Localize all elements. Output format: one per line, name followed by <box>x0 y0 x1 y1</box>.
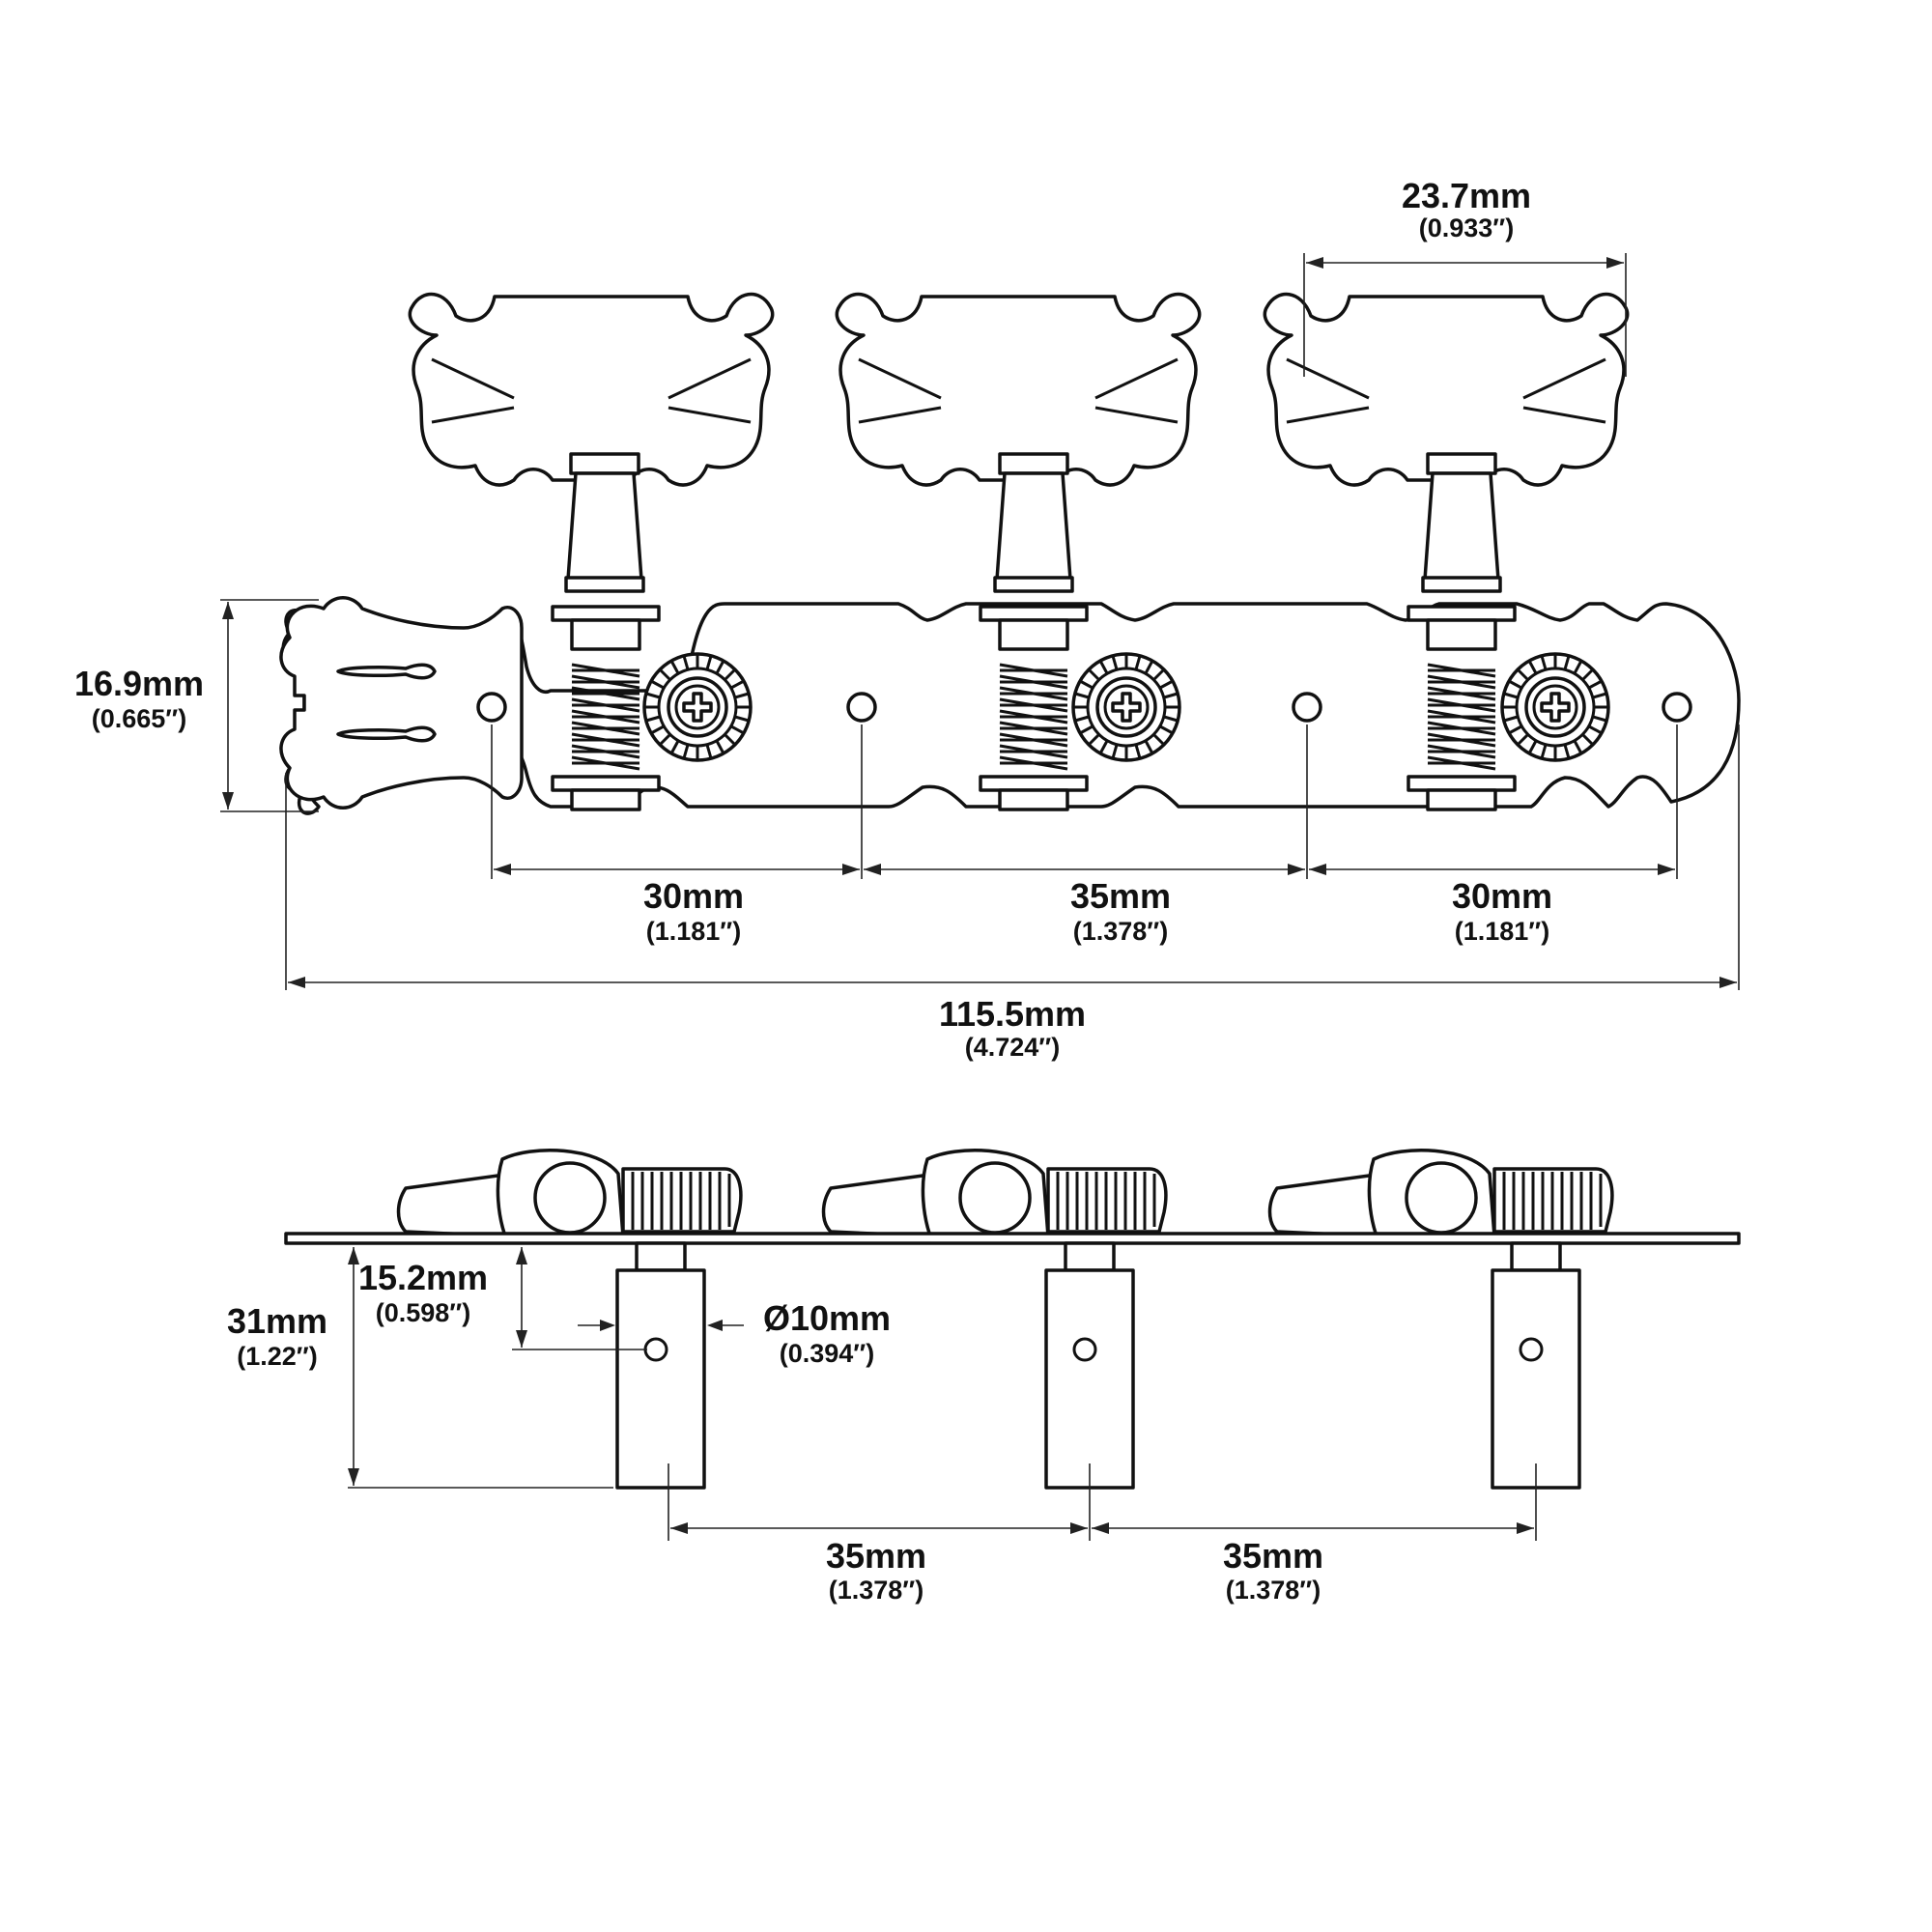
dim-overall-length-sub: (4.724″) <box>965 1033 1060 1062</box>
dim-plate-height-label: 16.9mm <box>74 664 204 703</box>
side-view <box>284 1148 1741 1490</box>
dim-post-spacing-2-label: 35mm <box>1223 1536 1323 1576</box>
dim-button-width-label: 23.7mm <box>1402 176 1531 215</box>
side-view-dimensions: 31mm (1.22″) 15.2mm (0.598″) Ø10mm (0.39… <box>227 1247 1537 1605</box>
tuner-stem-3 <box>1421 452 1502 593</box>
dim-hole-spacing-1-sub: (1.181″) <box>646 917 741 946</box>
dim-plate-height-sub: (0.665″) <box>92 704 186 733</box>
dim-hole-offset-label: 15.2mm <box>358 1258 488 1297</box>
screw-hole-2 <box>846 692 877 723</box>
side-post-3 <box>1491 1241 1581 1490</box>
dim-post-spacing-1-sub: (1.378″) <box>829 1576 923 1605</box>
tuner-stem-1 <box>564 452 645 593</box>
plate-end-left <box>279 596 524 810</box>
side-post-1 <box>615 1241 706 1490</box>
string-slot-2 <box>336 725 437 743</box>
screw-hole-3 <box>1292 692 1322 723</box>
side-post-2 <box>1044 1241 1135 1490</box>
dim-hole-spacing-3-sub: (1.181″) <box>1455 917 1549 946</box>
side-tuner-1 <box>396 1148 743 1243</box>
dim-hole-spacing-1-label: 30mm <box>643 876 744 916</box>
gear-1 <box>642 652 753 762</box>
gear-3 <box>1500 652 1610 762</box>
dim-post-length-sub: (1.22″) <box>237 1342 317 1371</box>
string-slot-1 <box>336 663 437 680</box>
dim-hole-spacing-2-sub: (1.378″) <box>1073 917 1168 946</box>
dim-post-length-label: 31mm <box>227 1301 327 1341</box>
dim-post-diameter-sub: (0.394″) <box>780 1339 874 1368</box>
dim-post-diameter-label: Ø10mm <box>763 1298 891 1338</box>
top-view <box>279 292 1741 815</box>
tuner-stem-2 <box>993 452 1074 593</box>
side-plate <box>284 1232 1741 1245</box>
top-view-dimensions: 23.7mm (0.933″) 16.9mm (0.665″) 30mm (1.… <box>74 176 1740 1062</box>
dim-post-spacing-1-label: 35mm <box>826 1536 926 1576</box>
screw-hole-1 <box>476 692 507 723</box>
dim-overall-length-label: 115.5mm <box>939 994 1086 1034</box>
dim-hole-spacing-3-label: 30mm <box>1452 876 1552 916</box>
dim-button-width-sub: (0.933″) <box>1419 213 1514 242</box>
screw-hole-4 <box>1662 692 1692 723</box>
gear-2 <box>1071 652 1181 762</box>
dim-post-spacing-2-sub: (1.378″) <box>1226 1576 1321 1605</box>
side-tuner-3 <box>1267 1148 1614 1243</box>
dim-hole-offset-sub: (0.598″) <box>376 1298 470 1327</box>
dim-hole-spacing-2-label: 35mm <box>1070 876 1171 916</box>
side-tuner-2 <box>821 1148 1168 1243</box>
